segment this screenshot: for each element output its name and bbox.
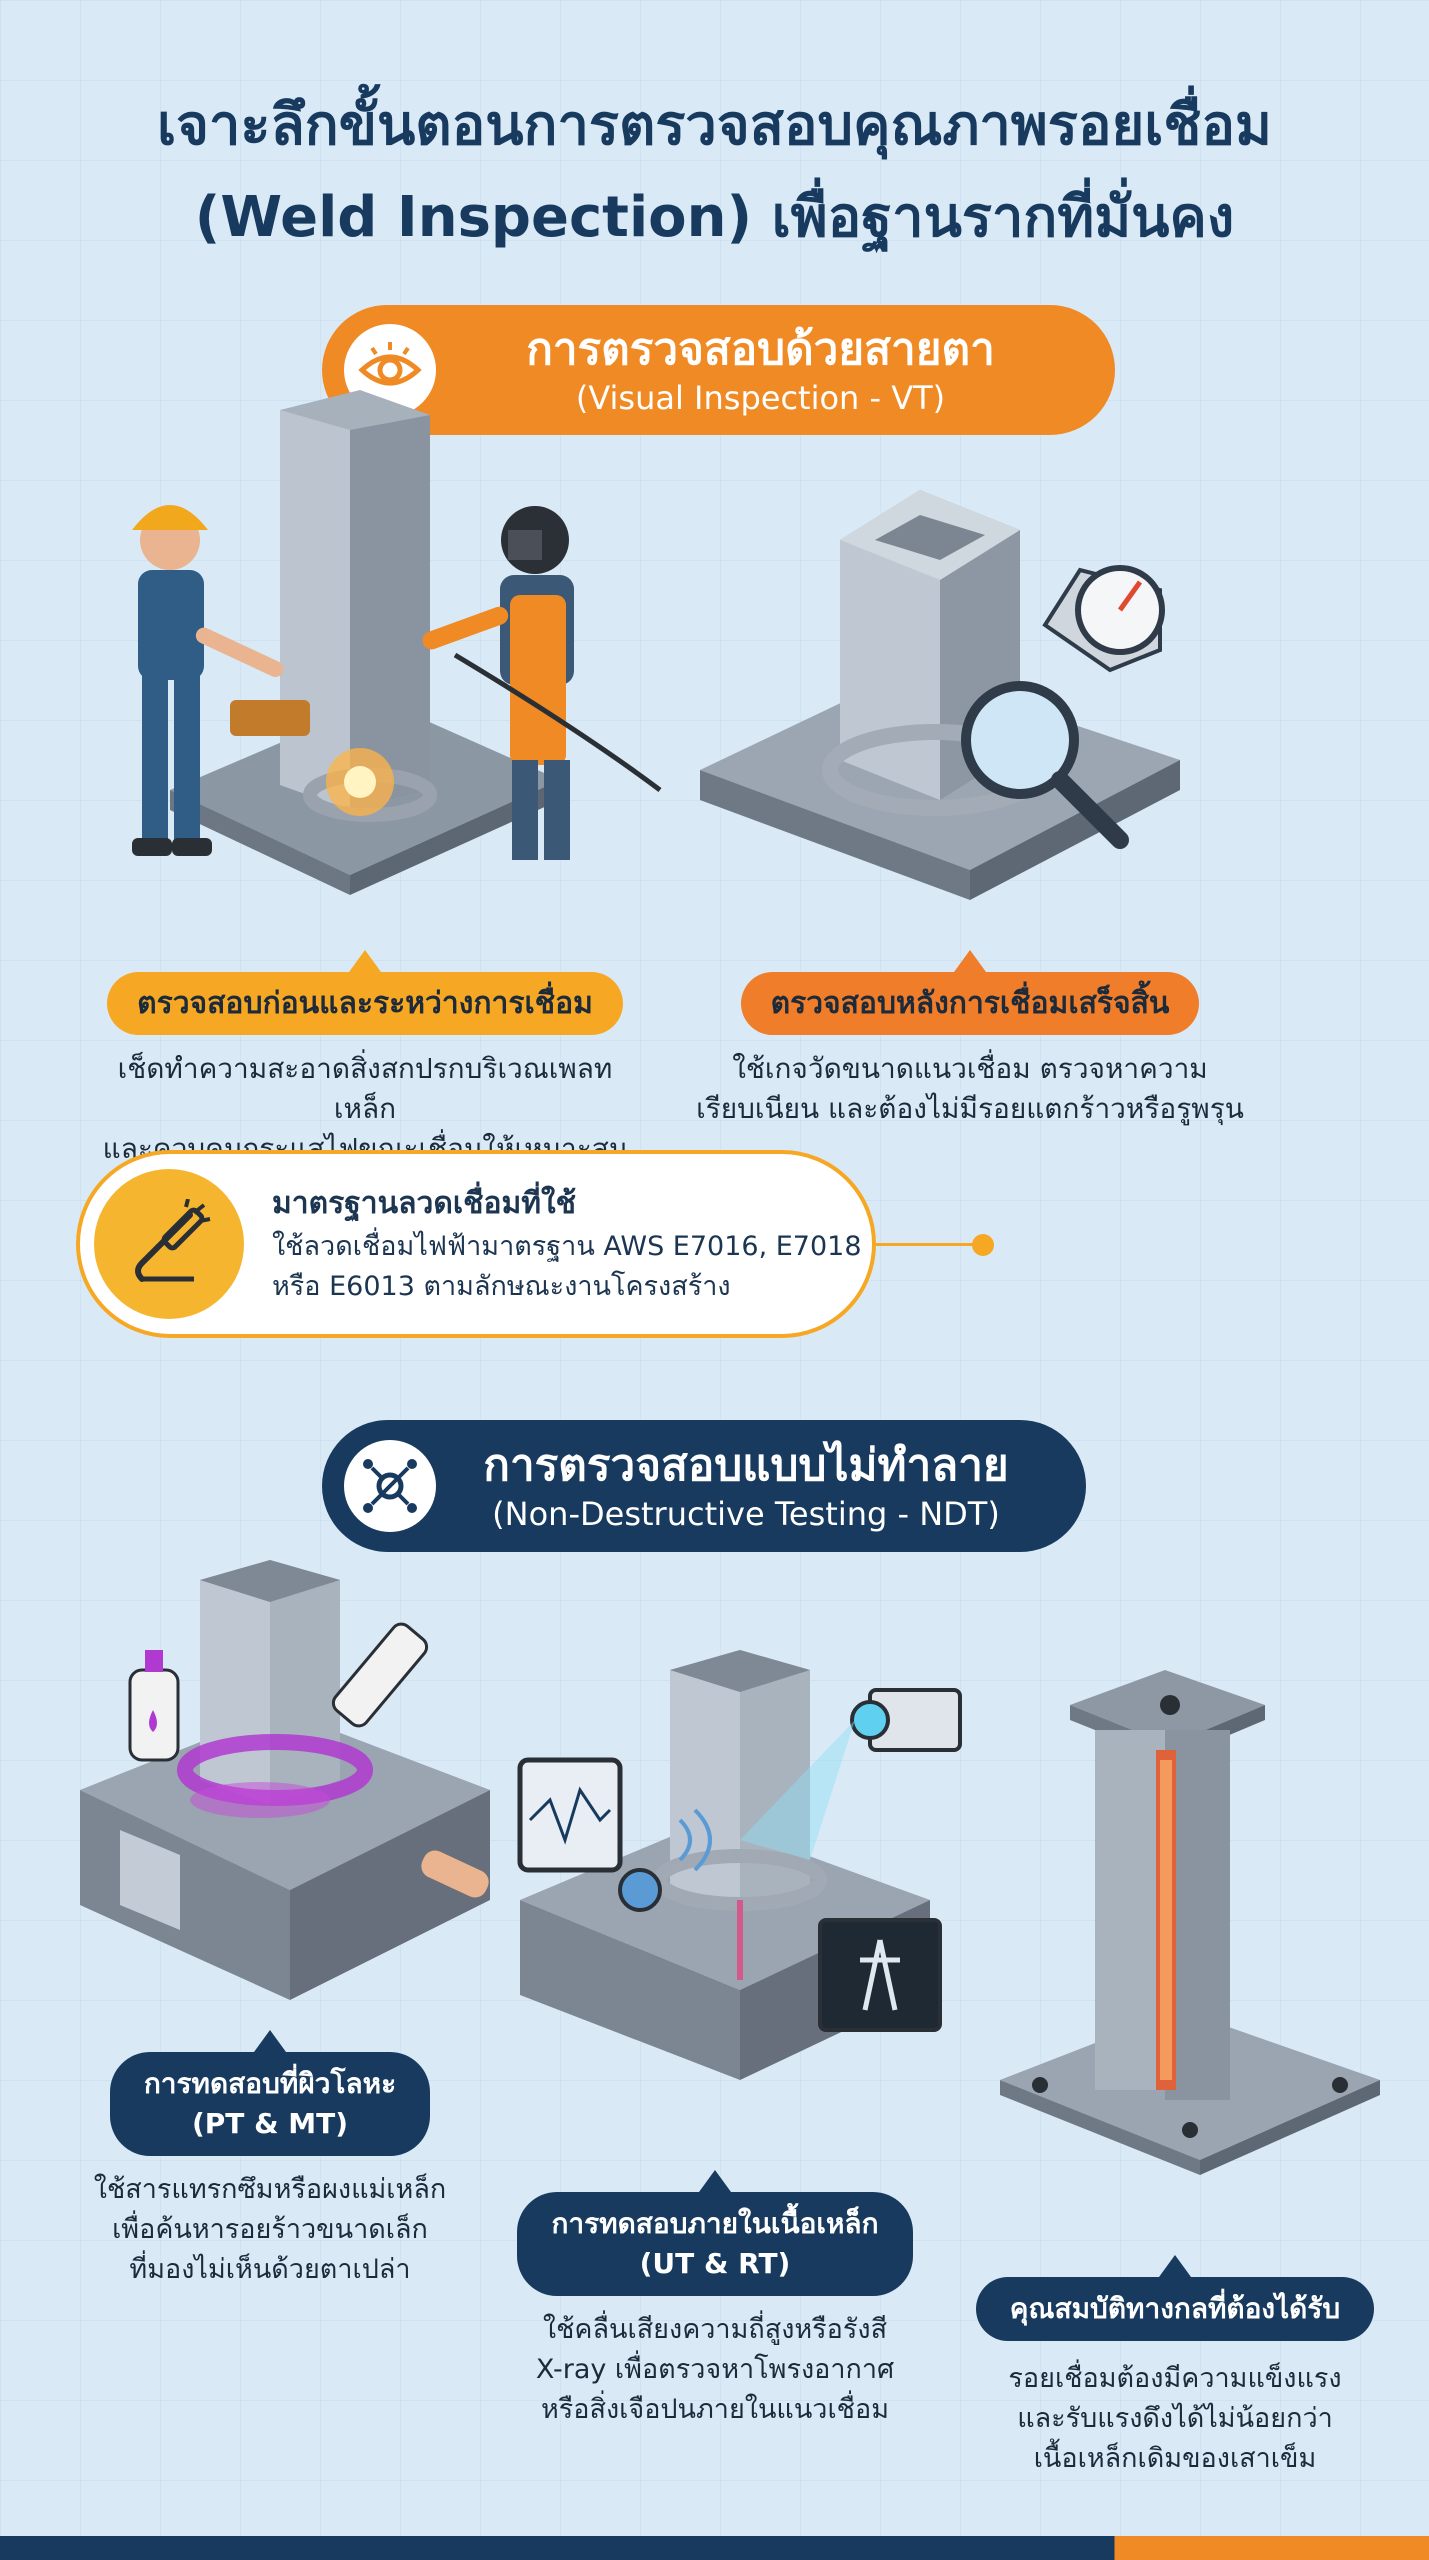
internal-label-line-2: (UT & RT) (639, 2247, 791, 2280)
penetrant-test-illustration (60, 1560, 520, 2020)
page-title: เจาะลึกขั้นตอนการตรวจสอบคุณภาพรอยเชื่อม … (40, 80, 1389, 264)
mechanical-property-label: คุณสมบัติทางกลที่ต้องได้รับ (975, 2277, 1375, 2341)
after-caret (954, 950, 986, 972)
surface-desc-line-3: ที่มองไม่เห็นด้วยตาเปล่า (129, 2254, 411, 2285)
welding-illustration (60, 370, 680, 910)
after-welding-block: ตรวจสอบหลังการเชื่อมเสร็จสิ้น ใช้เกจวัดข… (690, 950, 1250, 1129)
ndt-banner: การตรวจสอบแบบไม่ทำลาย (Non-Destructive T… (322, 1420, 1086, 1552)
visual-inspection-banner: การตรวจสอบด้วยสายตา (Visual Inspection -… (322, 305, 1115, 435)
footer-bar (0, 2536, 1429, 2560)
electrode-standard-line-2: หรือ E6013 ตามลักษณะงานโครงสร้าง (272, 1271, 731, 1302)
mechanical-property-block: คุณสมบัติทางกลที่ต้องได้รับ รอยเชื่อมต้อ… (950, 2255, 1400, 2479)
network-icon (344, 1440, 436, 1532)
connector-line (876, 1243, 982, 1246)
mechanical-column-illustration (980, 1660, 1400, 2180)
electrode-standard-line-1: ใช้ลวดเชื่อมไฟฟ้ามาตรฐาน AWS E7016, E701… (272, 1231, 862, 1262)
vt-heading: การตรวจสอบด้วยสายตา (526, 324, 995, 375)
connector-dot (972, 1234, 994, 1256)
vt-subheading: (Visual Inspection - VT) (575, 379, 946, 417)
title-line-2: (Weld Inspection) เพื่อฐานรากที่มั่นคง (194, 185, 1235, 250)
title-line-1: เจาะลึกขั้นตอนการตรวจสอบคุณภาพรอยเชื่อม (157, 93, 1272, 158)
surface-caret (254, 2030, 286, 2052)
surface-label-line-2: (PT & MT) (191, 2107, 349, 2140)
surface-desc-line-2: เพื่อค้นหารอยร้าวขนาดเล็ก (112, 2214, 428, 2245)
ultrasonic-xray-illustration (510, 1640, 980, 2140)
mechanical-desc-line-1: รอยเชื่อมต้องมีความแข็งแรง (1008, 2363, 1342, 2394)
after-desc-line-2: เรียบเนียน และต้องไม่มีรอยแตกร้าวหรือรูพ… (696, 1092, 1244, 1125)
ndt-heading: การตรวจสอบแบบไม่ทำลาย (483, 1440, 1009, 1491)
internal-test-block: การทดสอบภายในเนื้อเหล็ก (UT & RT) ใช้คลื… (485, 2170, 945, 2430)
before-caret (349, 950, 381, 972)
welding-rod-icon (94, 1169, 244, 1319)
before-desc-line-1: เช็ดทำความสะอาดสิ่งสกปรกบริเวณเพลทเหล็ก (117, 1052, 613, 1125)
before-welding-block: ตรวจสอบก่อนและระหว่างการเชื่อม เช็ดทำควา… (100, 950, 630, 1169)
before-welding-label: ตรวจสอบก่อนและระหว่างการเชื่อม (107, 972, 623, 1035)
ndt-subheading: (Non-Destructive Testing - NDT) (492, 1495, 1000, 1533)
after-welding-label: ตรวจสอบหลังการเชื่อมเสร็จสิ้น (740, 972, 1200, 1035)
mechanical-desc-line-2: และรับแรงดึงได้ไม่น้อยกว่า (1017, 2403, 1333, 2434)
surface-test-block: การทดสอบที่ผิวโลหะ (PT & MT) ใช้สารแทรกซ… (60, 2030, 480, 2290)
internal-test-label: การทดสอบภายในเนื้อเหล็ก (UT & RT) (517, 2192, 913, 2296)
surface-label-line-1: การทดสอบที่ผิวโลหะ (143, 2067, 397, 2100)
electrode-standard-title: มาตรฐานลวดเชื่อมที่ใช้ (272, 1186, 577, 1221)
electrode-standard-card: มาตรฐานลวดเชื่อมที่ใช้ ใช้ลวดเชื่อมไฟฟ้า… (76, 1150, 876, 1338)
after-desc-line-1: ใช้เกจวัดขนาดแนวเชื่อม ตรวจหาความ (732, 1052, 1208, 1085)
surface-test-label: การทดสอบที่ผิวโลหะ (PT & MT) (109, 2052, 431, 2156)
magnifier-inspection-illustration (690, 470, 1210, 930)
internal-desc-line-2: X-ray เพื่อตรวจหาโพรงอากาศ (535, 2354, 895, 2385)
eye-icon (344, 324, 436, 416)
internal-label-line-1: การทดสอบภายในเนื้อเหล็ก (551, 2207, 879, 2240)
internal-desc-line-1: ใช้คลื่นเสียงความถี่สูงหรือรังสี (542, 2314, 888, 2345)
surface-desc-line-1: ใช้สารแทรกซึมหรือผงแม่เหล็ก (93, 2174, 447, 2205)
mechanical-desc-line-3: เนื้อเหล็กเดิมของเสาเข็ม (1033, 2443, 1317, 2474)
internal-caret (699, 2170, 731, 2192)
mechanical-caret (1159, 2255, 1191, 2277)
internal-desc-line-3: หรือสิ่งเจือปนภายในแนวเชื่อม (540, 2394, 890, 2425)
